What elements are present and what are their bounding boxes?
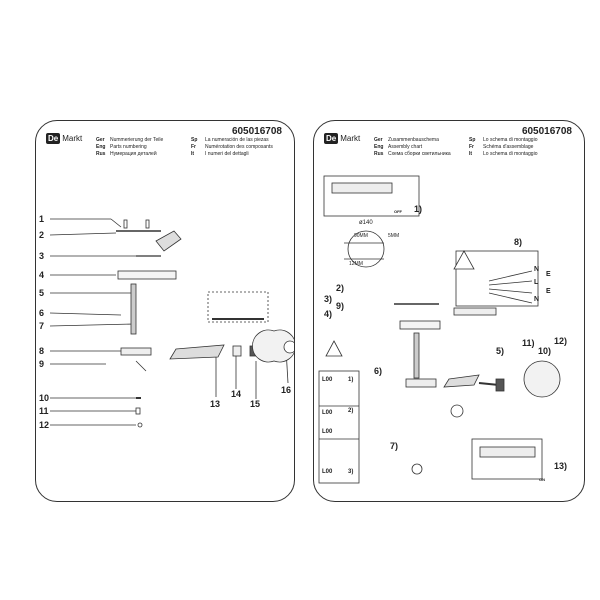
part-label-5: 5 (39, 288, 45, 298)
part-label-10: 10 (39, 393, 50, 403)
step-1-label: 1) (414, 204, 423, 214)
part-label-11: 11 (39, 406, 49, 416)
wire-l: L (534, 279, 539, 286)
step-2-label: 2) (336, 283, 345, 293)
part-label-12: 12 (39, 420, 50, 430)
step-6-label: 6) (374, 366, 383, 376)
brand-logo: De Markt (324, 133, 360, 144)
wire-n2: N (534, 296, 540, 303)
l00-label-3: L00 (322, 429, 333, 435)
part-label-13: 13 (210, 399, 221, 409)
step-5-label: 5) (496, 346, 505, 356)
wire-n1: N (534, 266, 540, 273)
part-label-2: 2 (39, 230, 45, 240)
l00-label-4: L00 (322, 469, 333, 475)
part-label-15: 15 (250, 399, 261, 409)
product-code: 605016708 (231, 126, 282, 137)
part-label-6: 6 (39, 308, 45, 318)
part-label-7: 7 (39, 321, 45, 331)
step-8-label: 8) (514, 237, 523, 247)
part-label-14: 14 (231, 389, 242, 399)
parts-diagram (49, 218, 294, 428)
step-3-label: 3) (324, 294, 333, 304)
part-label-4: 4 (39, 270, 45, 280)
product-code: 605016708 (521, 126, 572, 137)
step-10-label: 10) (538, 346, 552, 356)
wire-e2: E (546, 288, 551, 295)
step-12-label: 12) (554, 336, 568, 346)
step-4-label: 4) (324, 309, 333, 319)
switch-on: ON (539, 477, 545, 482)
step-11-label: 11) (522, 338, 535, 348)
box-step-1: 1) (348, 377, 354, 383)
part-label-8: 8 (39, 346, 45, 356)
logo-mark: De (324, 133, 339, 144)
switch-off: OFF (394, 209, 402, 214)
logo-text: Markt (340, 134, 361, 143)
logo-text: Markt (62, 134, 83, 143)
box-step-2: 2) (348, 408, 354, 414)
part-label-16: 16 (281, 385, 292, 395)
dim-5mm: 5MM (388, 233, 400, 239)
assembly-diagram (318, 175, 561, 484)
wire-e1: E (546, 271, 551, 278)
step-13-label: 13) (554, 461, 568, 471)
dim-90mm: 90MM (354, 233, 368, 239)
box-step-3: 3) (348, 469, 354, 475)
part-label-3: 3 (39, 251, 45, 261)
l00-label-2: L00 (322, 410, 333, 416)
part-label-1: 1 (39, 214, 45, 224)
dim-diameter: ø140 (359, 220, 373, 226)
step-7-label: 7) (390, 441, 399, 451)
dim-12mm: 12MM (349, 261, 363, 267)
logo-mark: De (46, 133, 61, 144)
brand-logo: De Markt (46, 133, 82, 144)
part-label-9: 9 (39, 359, 45, 369)
step-9-label: 9) (336, 301, 345, 311)
l00-label-1: L00 (322, 377, 333, 383)
